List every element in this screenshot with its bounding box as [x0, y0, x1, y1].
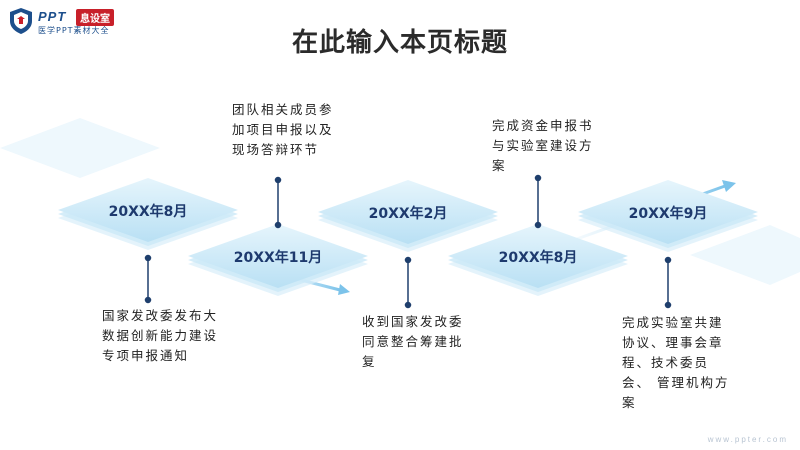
timeline-date-4: 20XX年8月	[498, 250, 578, 266]
bg-diamond-left	[0, 118, 160, 178]
shield-icon	[10, 8, 32, 34]
timeline-note-3: 收到国家发改委同意整合筹建批复	[362, 314, 464, 369]
timeline-date-3: 20XX年2月	[368, 206, 448, 222]
arrow-head-2	[722, 180, 736, 192]
diamond-stack-3	[318, 180, 498, 252]
timeline-date-5: 20XX年9月	[628, 206, 708, 222]
connector-1	[144, 254, 152, 304]
diamond-stack-5	[578, 180, 758, 252]
connector-4	[534, 174, 542, 229]
page-title: 在此输入本页标题	[291, 28, 508, 58]
timeline-date-2: 20XX年11月	[233, 250, 323, 266]
timeline-note-2: 团队相关成员参加项目申报以及现场答辩环节	[232, 102, 334, 157]
arrow-head-1	[338, 284, 350, 295]
timeline-note-4: 完成资金申报书与实验室建设方案	[492, 118, 594, 173]
timeline-note-5: 完成实验室共建协议、理事会章程、技术委员会、 管理机构方案	[622, 315, 730, 410]
connector-2	[274, 176, 282, 229]
timeline-note-1: 国家发改委发布大数据创新能力建设专项申报通知	[102, 308, 219, 363]
logo: PPT 息设室 医学PPT素材大全	[8, 7, 138, 37]
diamond-stack-4	[448, 224, 628, 296]
connector-5	[664, 256, 672, 309]
logo-brand: PPT	[38, 9, 67, 24]
logo-subtitle: 医学PPT素材大全	[38, 26, 110, 35]
footer-url: www.ppter.com	[707, 435, 788, 444]
diamond-stack-2	[188, 224, 368, 296]
logo-badge: 息设室	[76, 9, 114, 26]
timeline-date-1: 20XX年8月	[108, 204, 188, 220]
bg-diamond-right	[690, 225, 800, 285]
connector-3	[404, 256, 412, 309]
diamond-stack-1	[58, 178, 238, 250]
